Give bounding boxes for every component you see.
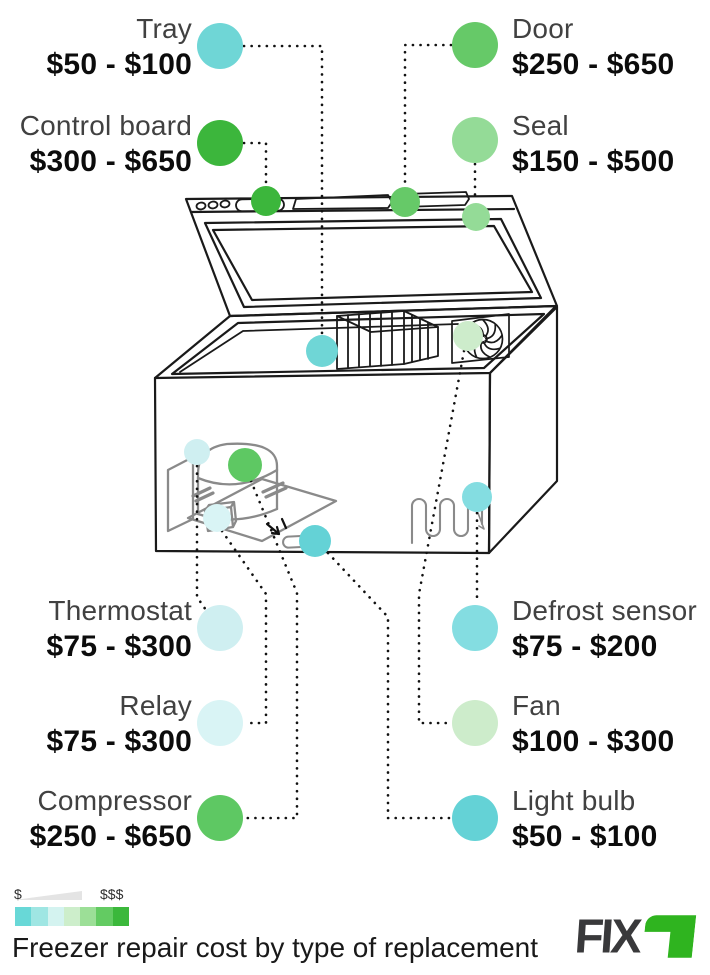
basket <box>336 310 439 370</box>
fan-marker-dot <box>453 321 483 351</box>
scale-swatch <box>47 907 64 926</box>
part-name: Relay <box>119 690 192 721</box>
interior-lines <box>179 323 459 373</box>
lid-outline <box>184 194 559 318</box>
part-name: Seal <box>512 110 569 141</box>
scale-high-label: $$$ <box>100 886 124 902</box>
scale-swatch <box>96 907 113 926</box>
part-label-fan: Fan $100 - $300 <box>512 689 708 761</box>
connector-control-board <box>242 141 268 187</box>
compressor-marker-dot <box>228 448 262 482</box>
scale-swatch <box>80 907 97 926</box>
seal-marker-dot <box>462 203 490 231</box>
cabinet-side <box>487 305 559 555</box>
thermostat-label-dot <box>197 605 243 651</box>
connector-thermostat <box>195 464 210 615</box>
fixr-logo-text: FIX <box>572 908 641 963</box>
part-label-relay: Relay $75 - $300 <box>0 689 192 761</box>
part-label-door: Door $250 - $650 <box>512 12 708 84</box>
scale-low-label: $ <box>14 886 22 902</box>
part-price: $50 - $100 <box>46 48 192 81</box>
control-panel-icons <box>195 191 470 213</box>
fan-label-dot <box>452 700 498 746</box>
door-label-dot <box>452 22 498 68</box>
scale-swatch <box>31 907 48 926</box>
part-label-seal: Seal $150 - $500 <box>512 109 708 181</box>
cost-color-scale <box>15 907 130 926</box>
part-name: Door <box>512 13 574 44</box>
scale-swatch <box>63 907 81 926</box>
part-price: $75 - $200 <box>512 630 658 663</box>
chart-title: Freezer repair cost by type of replaceme… <box>12 932 539 963</box>
fixr-glyph <box>644 915 697 958</box>
connector-compressor <box>243 479 299 820</box>
compressor-label-dot <box>197 795 243 841</box>
part-label-compressor: Compressor $250 - $650 <box>0 784 192 856</box>
part-label-tray: Tray $50 - $100 <box>0 12 192 84</box>
part-name: Light bulb <box>512 785 636 816</box>
thermostat-marker-dot <box>184 439 210 465</box>
part-name: Tray <box>136 13 192 44</box>
connector-door <box>403 43 453 188</box>
part-name: Control board <box>19 110 192 141</box>
part-price: $250 - $650 <box>512 48 675 81</box>
light-bulb-label-dot <box>452 795 498 841</box>
light-bulb-emphasis <box>265 517 288 536</box>
part-label-control-board: Control board $300 - $650 <box>0 109 192 181</box>
defrost-sensor-marker-dot <box>462 482 492 512</box>
tray-label-dot <box>197 23 243 69</box>
part-price: $100 - $300 <box>512 725 675 758</box>
part-price: $75 - $300 <box>46 725 192 758</box>
part-price: $50 - $100 <box>512 820 658 853</box>
connector-relay <box>220 529 268 725</box>
connector-light-bulb <box>326 551 452 820</box>
scale-swatch <box>15 907 32 926</box>
part-label-light-bulb: Light bulb $50 - $100 <box>512 784 708 856</box>
scale-swatch <box>112 907 130 926</box>
relay-marker-dot <box>203 504 231 532</box>
part-name: Compressor <box>37 785 192 816</box>
connector-fan <box>417 349 466 725</box>
fixr-logo: FIX <box>572 908 697 963</box>
relay-label-dot <box>197 700 243 746</box>
part-label-thermostat: Thermostat $75 - $300 <box>0 594 192 666</box>
part-name: Defrost sensor <box>512 595 697 626</box>
part-price: $250 - $650 <box>29 820 192 853</box>
part-name: Fan <box>512 690 561 721</box>
part-price: $75 - $300 <box>46 630 192 663</box>
lid-seal-frame <box>211 224 534 302</box>
door-marker-dot <box>390 187 420 217</box>
cabinet-rim-inner <box>170 312 546 376</box>
part-price: $150 - $500 <box>512 145 675 178</box>
control-board-marker-dot <box>251 186 281 216</box>
tray-marker-dot <box>306 335 338 367</box>
part-price: $300 - $650 <box>29 145 192 178</box>
light-bulb-marker-dot <box>299 525 331 557</box>
defrost-sensor-label-dot <box>452 605 498 651</box>
control-board-label-dot <box>197 120 243 166</box>
lid-inner-frame <box>203 217 543 309</box>
part-name: Thermostat <box>48 595 192 626</box>
part-label-defrost-sensor: Defrost sensor $75 - $200 <box>512 594 708 666</box>
cost-wedge-shape <box>14 891 82 900</box>
seal-label-dot <box>452 117 498 163</box>
